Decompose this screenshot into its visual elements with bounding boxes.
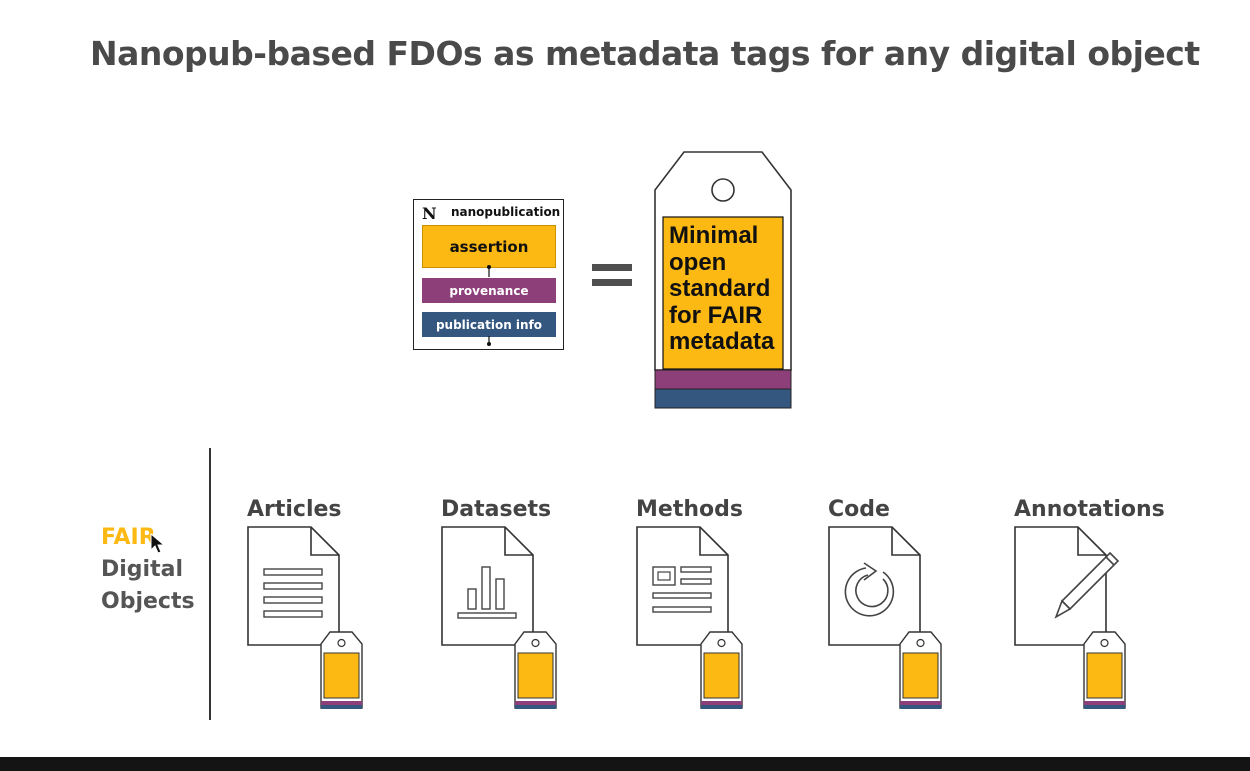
objects-word: Objects: [101, 589, 195, 614]
object-articles: Articles: [247, 497, 387, 717]
object-label: Annotations: [1014, 497, 1165, 522]
provenance-block: provenance: [422, 278, 556, 303]
object-label: Methods: [636, 497, 743, 522]
divider: [209, 448, 211, 720]
code-icon: [828, 526, 942, 709]
mini-tag-icon: [899, 631, 942, 709]
bottom-bar: [0, 757, 1250, 771]
digital-word: Digital: [101, 557, 183, 582]
methods-icon: [636, 526, 743, 709]
publication-info-block: publication info: [422, 312, 556, 337]
mouse-cursor-icon: [150, 533, 166, 554]
object-datasets: Datasets: [441, 497, 581, 717]
mini-tag-icon: [1083, 631, 1126, 709]
object-label: Articles: [247, 497, 342, 522]
annotation-icon: [1014, 526, 1126, 709]
fair-digital-objects-label: FAIR Digital Objects: [101, 522, 195, 618]
mini-tag-icon: [514, 631, 557, 709]
article-icon: [247, 526, 363, 709]
pencil-icon: [1054, 551, 1120, 619]
nanopub-logo-icon: N: [422, 204, 437, 223]
slide-title: Nanopub-based FDOs as metadata tags for …: [90, 34, 1200, 73]
object-label: Datasets: [441, 497, 552, 522]
fair-word: FAIR: [101, 525, 156, 550]
mini-tag-icon: [320, 631, 363, 709]
object-annotations: Annotations: [1014, 497, 1165, 717]
dataset-icon: [441, 526, 557, 709]
assertion-block: assertion: [422, 225, 556, 268]
equals-sign: [592, 264, 632, 288]
object-label: Code: [828, 497, 890, 522]
object-code: Code: [828, 497, 968, 717]
nanopublication-box: N nanopublication assertion provenance p…: [413, 199, 564, 350]
nanopub-header: nanopublication: [451, 205, 561, 219]
big-tag-icon: [654, 151, 792, 409]
mini-tag-icon: [700, 631, 743, 709]
object-methods: Methods: [636, 497, 776, 717]
tag-text: Minimal open standard for FAIR metadata: [669, 222, 775, 355]
refresh-icon: [844, 562, 895, 617]
